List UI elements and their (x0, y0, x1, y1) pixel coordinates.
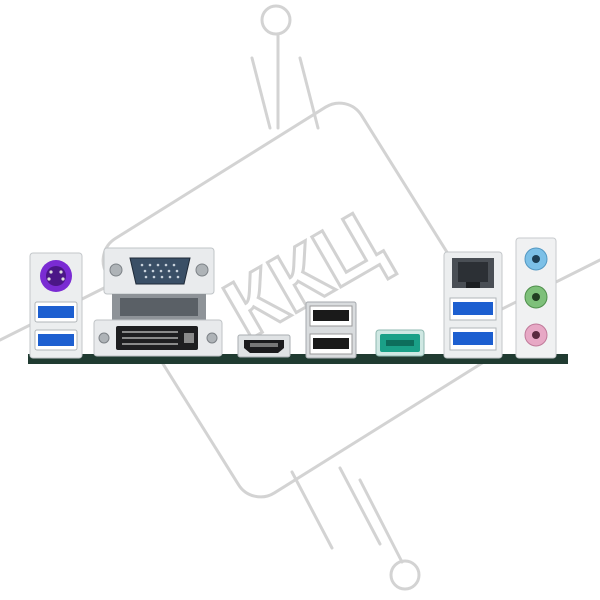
usb2-tongue (313, 310, 349, 321)
usb3-tongue (453, 332, 493, 345)
usb3-tongue (38, 334, 74, 346)
ethernet-usb-stack (443, 251, 503, 359)
watermark-line (250, 56, 272, 130)
usb-teal-group (375, 329, 425, 357)
watermark-line (290, 470, 334, 550)
audio-stack (515, 237, 557, 359)
watermark-line (358, 478, 404, 564)
usb2-stack (305, 301, 357, 359)
ps2-port-inner (46, 266, 66, 286)
usb3-tongue (38, 306, 74, 318)
usb3-tongue (453, 302, 493, 315)
watermark-ring-bottom (389, 559, 421, 591)
usb2-tongue (313, 338, 349, 349)
pcb-edge (28, 354, 568, 364)
watermark-line (338, 466, 382, 546)
ps2-usb-stack (29, 252, 83, 359)
watermark-ring-top (260, 4, 292, 36)
vga-dvi-stack (93, 247, 223, 357)
hdmi-group (237, 334, 291, 358)
watermark-text: ККЦ (209, 193, 398, 356)
watermark-frame (101, 101, 499, 499)
watermark-line (298, 56, 320, 130)
